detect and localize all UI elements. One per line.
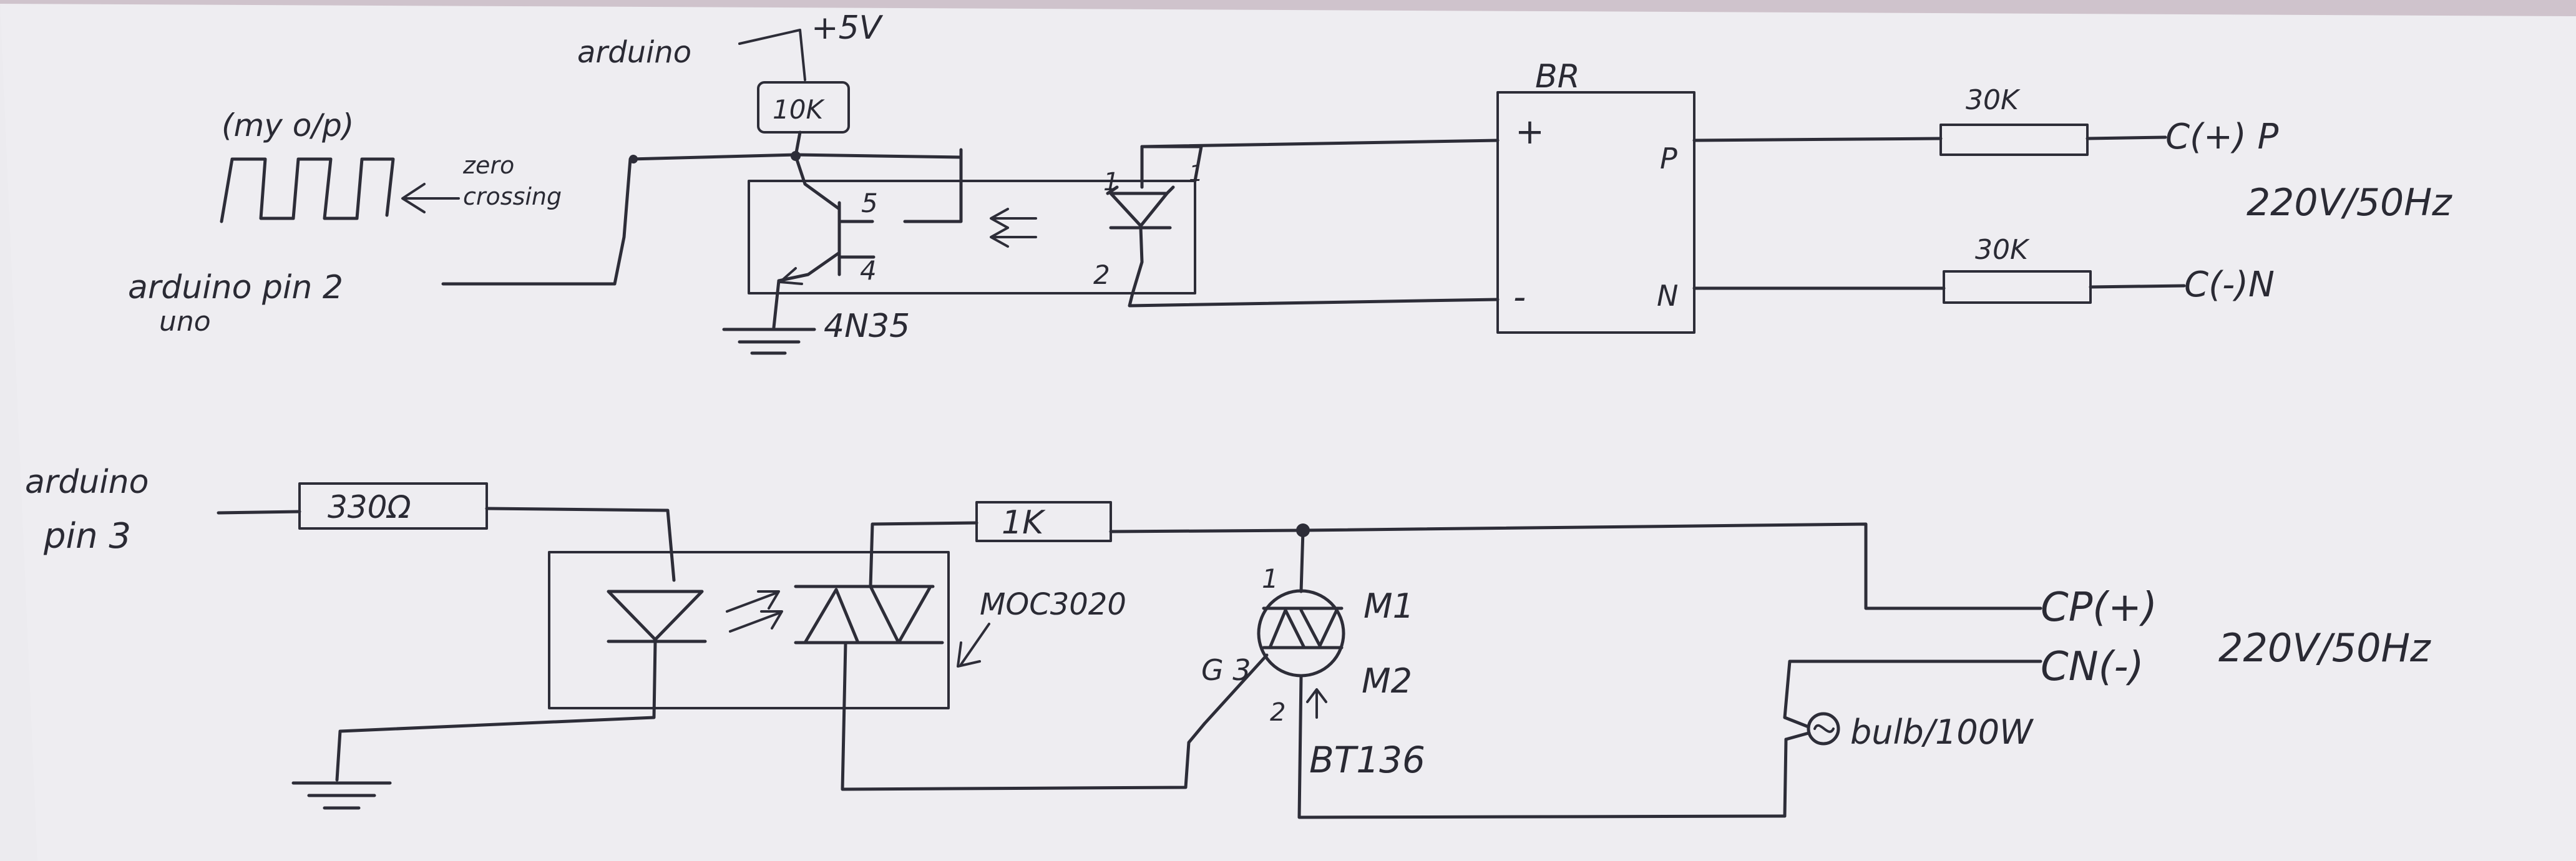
resistor-330-to-led-wire [485,507,676,582]
arduino-pin3-label-2: pin 3 [43,516,131,557]
triac-gate-label: G 3 [1201,653,1251,687]
led-pin-1-label: 1 [1103,168,1119,197]
bridge-rectifier-body [1496,91,1695,334]
resistor-1k-body [975,501,1112,542]
mains-n-label: C(-)N [2184,265,2275,305]
mains-rating-top: 220V/50Hz [2247,181,2452,225]
output-arrow [401,183,460,213]
pin3-wire [217,510,301,515]
bridge-plus-label: + [1515,112,1544,152]
triac-label: BT136 [1309,739,1425,781]
pin2-junction [629,155,638,163]
resistor-1k-label: 1K [1002,504,1046,542]
triac-driver-circuit: arduino pin 3 330Ω MOC3020 1K [25,464,2431,819]
mains-p-label-bottom: CP(+) [2041,585,2157,631]
ac-p-wire [1692,137,1943,142]
ground-symbol-top [722,328,816,355]
optotriac-arrow [957,623,990,668]
moc-light-arrow-1 [726,590,780,613]
resistor-330-body [298,482,488,530]
triac-label-arrow [1306,688,1327,719]
led-bar-tips [1106,185,1175,195]
bridge-plus-wire [1140,139,1500,148]
arduino-uno-label: uno [159,306,211,338]
optotriac-moc3020-body [548,551,950,709]
pullup-resistor-body [757,81,850,134]
pullup-resistor-label: 10K [773,94,825,125]
zero-crossing-label-1: zero [462,152,514,179]
pin-1-mark: 1 [1189,161,1203,187]
load-label: bulb/100W [1850,713,2034,752]
pin2-signal-wire [441,153,963,286]
bridge-minus-label: - [1513,277,1526,318]
moc-led-cathode-wire [335,640,657,782]
arduino-pin2-label: arduino pin 2 [128,269,343,306]
zero-crossing-circuit: arduino +5V 10K (my o/p) zero crossing a… [128,9,2452,355]
mains-p-label: C(+) P [2165,117,2279,157]
ground-symbol-bottom [291,781,392,810]
optocoupler-label: 4N35 [824,308,910,345]
emitter-ground-wire [772,279,781,329]
output-note: (my o/p) [222,107,354,144]
triac-m2-wire [1297,674,1787,819]
resistor-30k-top-label: 30K [1966,84,2021,116]
transistor-emitter [777,251,841,283]
light-arrow-2 [990,226,1037,248]
led-cathode-lead [1131,226,1144,295]
paper-top-edge [0,0,2576,16]
optocoupler-4n35-body [748,180,1196,294]
triac-m1-label: M1 [1364,586,1414,626]
triac-pin-1-label: 1 [1262,563,1279,594]
resistor-330-label: 330Ω [328,489,411,525]
bulb-leads [1783,716,1810,741]
supply-label: arduino [577,35,691,70]
bulb-icon [1807,712,1840,746]
bulb-filament [1813,724,1835,733]
arduino-pin3-label-1: arduino [25,464,149,501]
supply-voltage: +5V [811,9,884,47]
mains-rating-bottom: 220V/50Hz [2218,625,2431,671]
bulb-return-wire [1783,737,1788,818]
transistor-collector [794,154,841,211]
diac-to-1k-wire [869,521,978,588]
bridge-label: BR [1535,58,1580,95]
triac-triangle-1 [1268,608,1306,649]
bridge-n-label: N [1657,279,1678,313]
triac-triangle-2 [1299,608,1339,648]
resistor-30k-bottom-label: 30K [1975,234,2030,266]
zero-crossing-label-2: crossing [463,183,562,210]
triac-gate-lead [1203,653,1269,726]
bridge-p-label: P [1660,142,1677,175]
led-pin-2-label: 2 [1093,260,1110,290]
pin5-return-wire [903,148,963,223]
bridge-minus-wire [1128,291,1500,308]
led-triangle [1109,192,1169,228]
diac-to-gate-wire [841,641,1206,791]
pin-5-label: 5 [861,188,878,218]
mains-n-label-bottom: CN(-) [2041,644,2144,690]
supply-arrow [738,29,806,81]
optotriac-label: MOC3020 [980,587,1126,622]
light-arrow-1 [990,208,1037,229]
triac-pin-2-label: 2 [1270,698,1286,727]
mains-n-wire-bottom [1783,659,2042,719]
mains-p-wire-bottom [1301,522,2042,610]
1k-to-m1-wire [1109,528,1305,533]
moc-light-arrow-2 [729,610,783,633]
triac-m2-label: M2 [1362,661,1412,701]
triac-m1-lead [1299,528,1305,593]
mains-n-wire [2089,284,2186,289]
diac-triangle-1 [803,588,860,645]
square-wave-output [220,157,395,223]
mains-p-wire [2086,135,2167,140]
pin-4-label: 4 [860,255,877,286]
moc-led-triangle [607,590,704,641]
